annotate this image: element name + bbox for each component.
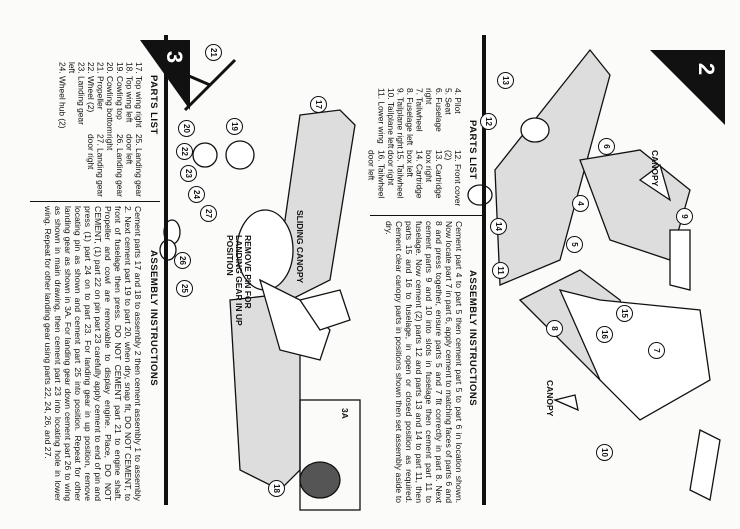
- remove-pin-note: REMOVE PIN FOR LANDING GEAR IN UP POSITI…: [225, 235, 253, 326]
- step3-parts-col1: 17. Top wing right 18. Top wing left 19.…: [35, 62, 144, 134]
- step2-panel-border: [482, 35, 486, 505]
- step3-parts-list: 17. Top wing right 18. Top wing left 19.…: [35, 62, 144, 198]
- step2-divider: [370, 215, 482, 216]
- part-callout: 26: [174, 252, 191, 269]
- part-item: 27. Landing gear door right: [86, 134, 106, 197]
- part-item: 13. Cartridge box right: [424, 150, 444, 199]
- part-item: 26. Landing gear right: [105, 134, 125, 197]
- part-callout: 16: [596, 326, 613, 343]
- part-callout: 21: [205, 44, 222, 61]
- part-item: 17. Top wing right: [134, 62, 144, 128]
- part-callout: 17: [310, 96, 327, 113]
- canopy-label: CANOPY: [545, 380, 555, 417]
- step3-parts-col2: 25. Landing gear door left 26. Landing g…: [35, 134, 144, 198]
- part-callout: 18: [268, 480, 285, 497]
- step2-parts-list: 4. Pilot 5. Seat 6. Fuselage right 7. Ta…: [367, 88, 463, 212]
- part-item: 20. Cowling bottom: [105, 62, 116, 134]
- part-callout: 12: [480, 113, 497, 130]
- detail-3a-label: 3A: [340, 408, 350, 419]
- part-item: 7. Tailwheel: [414, 88, 425, 132]
- part-item: 8. Fuselage left: [405, 88, 416, 146]
- part-item: 24. Wheel hub (2): [57, 62, 68, 129]
- part-callout: 20: [178, 120, 195, 137]
- part-callout: 7: [648, 342, 665, 359]
- part-item: 11. Lower wing: [376, 88, 387, 144]
- part-callout: 22: [176, 143, 193, 160]
- part-item: 10. Tailplane left: [385, 88, 396, 149]
- step3-divider: [30, 201, 160, 202]
- canopy-label: CANOPY: [650, 150, 660, 187]
- part-callout: 6: [598, 138, 615, 155]
- part-callout: 10: [596, 444, 613, 461]
- part-callout: 14: [490, 218, 507, 235]
- part-item: 6. Fuselage right: [424, 88, 444, 132]
- part-item: 21. Propeller: [95, 62, 106, 110]
- step3-panel-border: [164, 35, 168, 505]
- part-callout: 5: [566, 236, 583, 253]
- part-item: 23. Landing gear left: [66, 62, 87, 125]
- part-callout: 23: [180, 165, 197, 182]
- step3-instructions-title: ASSEMBLY INSTRUCTIONS: [148, 250, 159, 387]
- step3-parts-list-title: PARTS LIST: [148, 75, 159, 135]
- step2-instructions-title: ASSEMBLY INSTRUCTIONS: [467, 270, 478, 407]
- step3-instructions-text: Cement parts 17 and 18 to assembly 2 the…: [43, 206, 143, 501]
- part-callout: 11: [492, 262, 509, 279]
- step2-parts-list-title: PARTS LIST: [467, 120, 478, 180]
- step3-biplane-drawing: [159, 58, 361, 511]
- part-item: 22. Wheel (2): [86, 62, 97, 113]
- part-callout: 27: [200, 205, 217, 222]
- step2-parts-col2: 12. Front cover (2) 13. Cartridge box ri…: [367, 150, 463, 212]
- part-callout: 13: [497, 72, 514, 89]
- part-item: 12. Front cover (2): [443, 150, 463, 207]
- part-item: 4. Pilot: [453, 88, 463, 114]
- part-item: 15. Tailwheel door right: [385, 150, 406, 199]
- sliding-canopy-label: SLIDING CANOPY: [295, 210, 305, 284]
- step2-fuselage-drawing: [467, 48, 721, 501]
- part-callout: 8: [546, 320, 563, 337]
- part-item: 18. Top wing left: [124, 62, 135, 123]
- part-item: 9. Tailplane right: [395, 88, 406, 149]
- part-item: 5. Seat: [443, 88, 454, 115]
- part-item: 25. Landing gear door left: [124, 134, 144, 197]
- step2-number: 2: [694, 62, 720, 76]
- part-callout: 25: [176, 280, 193, 297]
- step3-number: 3: [162, 50, 188, 64]
- part-callout: 24: [188, 186, 205, 203]
- part-item: 16. Tailwheel door left: [366, 150, 387, 199]
- part-item: 14. Cartridge box left: [405, 150, 425, 199]
- step2-instructions-text: Cement part 4 to part 5 then cement part…: [384, 221, 464, 503]
- part-callout: 15: [616, 305, 633, 322]
- step2-parts-col1: 4. Pilot 5. Seat 6. Fuselage right 7. Ta…: [372, 88, 463, 150]
- part-callout: 19: [226, 118, 243, 135]
- step2-triangle: [650, 50, 725, 125]
- part-callout: 9: [676, 208, 693, 225]
- part-callout: 4: [572, 195, 589, 212]
- part-item: 19. Cowling top: [114, 62, 125, 120]
